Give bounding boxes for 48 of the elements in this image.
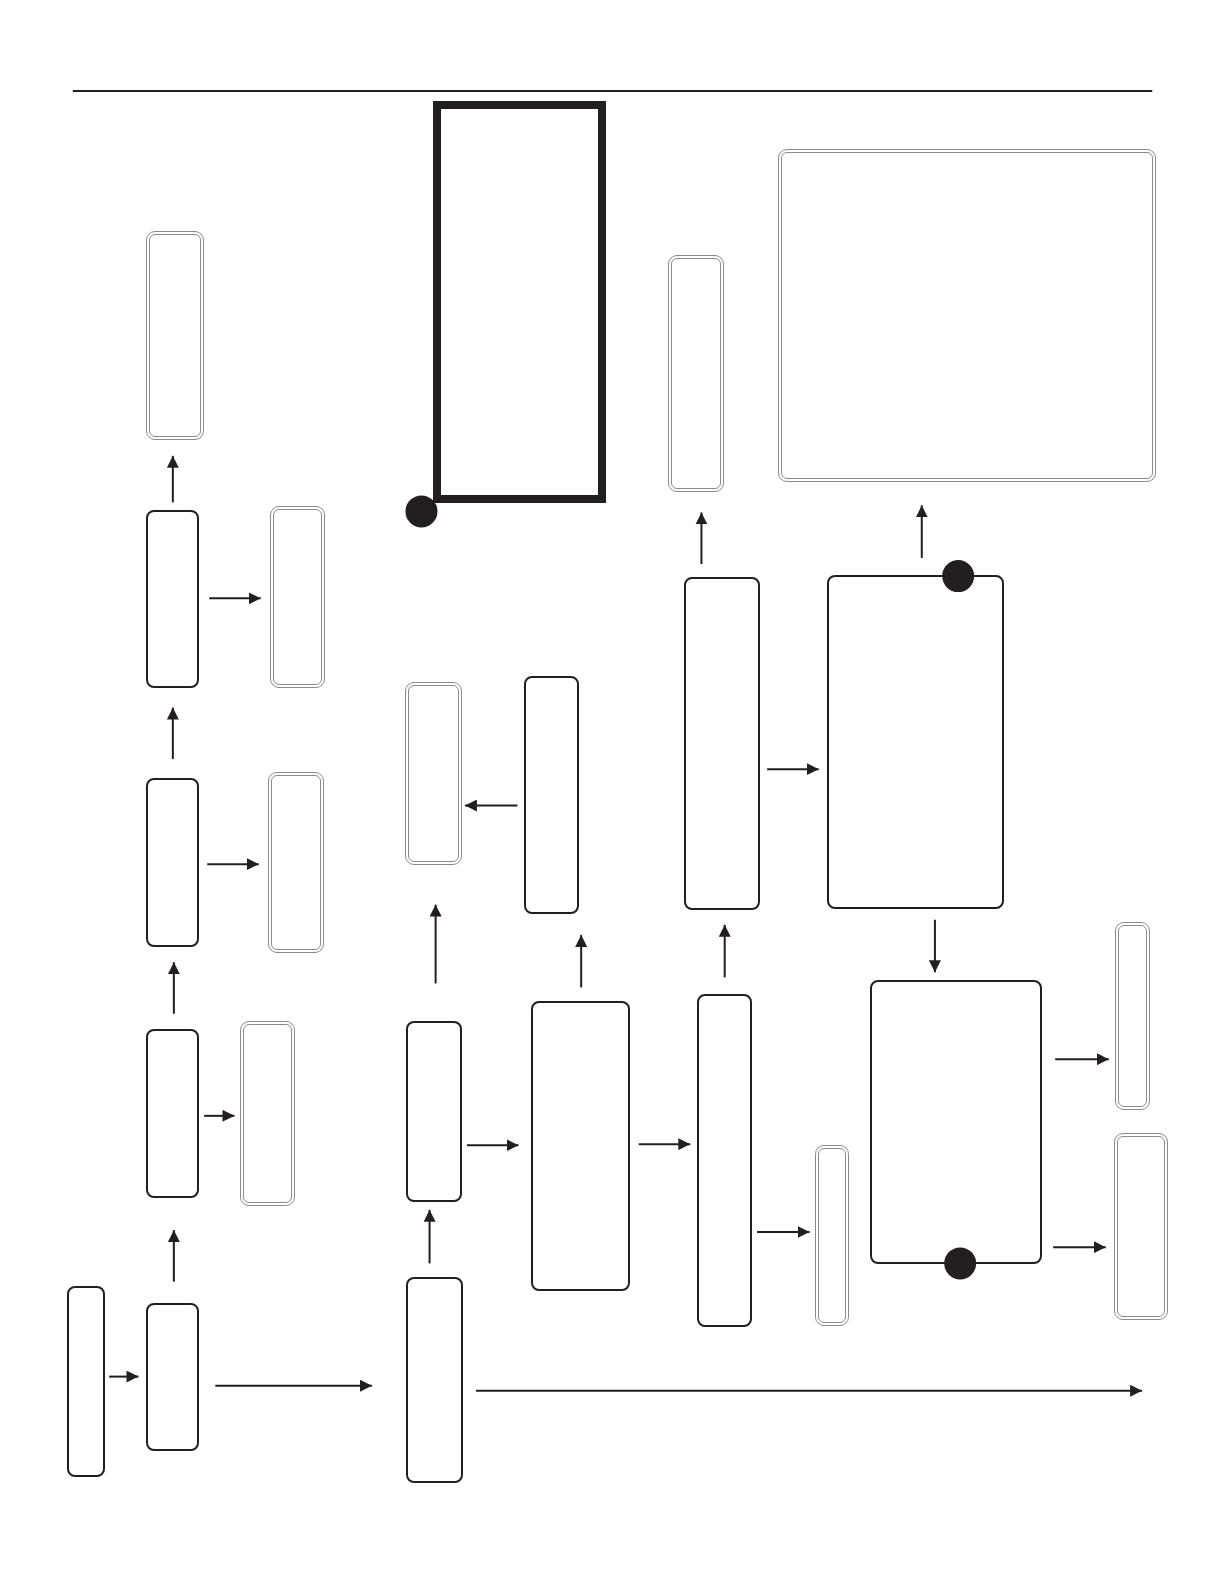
rounded-box <box>826 575 1004 909</box>
arrow <box>766 763 820 776</box>
arrow <box>203 1109 236 1122</box>
arrow <box>463 799 519 812</box>
rounded-box <box>66 1285 106 1477</box>
rounded-box <box>870 980 1043 1265</box>
double-outline-box <box>814 1145 849 1327</box>
arrow <box>423 1208 436 1265</box>
rounded-box <box>145 510 200 689</box>
arrow <box>756 1226 811 1239</box>
arrow <box>206 858 260 871</box>
double-outline-box <box>778 148 1157 483</box>
arrow <box>429 903 442 985</box>
arrow <box>166 454 179 504</box>
double-outline-box <box>267 772 325 954</box>
arrow <box>166 706 179 761</box>
double-outline-box <box>668 254 724 493</box>
double-outline-box <box>1113 1133 1169 1320</box>
double-outline-box <box>145 231 205 440</box>
rounded-box <box>145 1028 200 1198</box>
arrow <box>575 933 588 989</box>
double-outline-box <box>405 682 462 866</box>
rounded-box <box>406 1020 462 1202</box>
rounded-box <box>523 676 580 914</box>
rounded-box <box>684 577 761 910</box>
arrow <box>637 1138 692 1151</box>
arrow <box>718 923 731 979</box>
thick-frame <box>432 101 607 504</box>
arrow <box>928 918 941 974</box>
arrow <box>915 504 928 559</box>
arrow <box>1054 1053 1110 1066</box>
arrow <box>208 592 262 605</box>
arrow <box>695 511 708 565</box>
rounded-box <box>145 778 200 948</box>
rounded-box <box>145 1302 200 1452</box>
rounded-box <box>697 993 752 1328</box>
arrow <box>167 1229 180 1283</box>
double-outline-box <box>269 506 326 689</box>
arrow <box>108 1370 140 1383</box>
arrow <box>1052 1241 1107 1254</box>
arrow <box>167 961 180 1015</box>
double-outline-box <box>239 1020 296 1206</box>
rounded-box <box>530 1000 630 1291</box>
double-outline-box <box>1114 921 1151 1110</box>
rounded-box <box>406 1276 463 1483</box>
arrow <box>214 1379 373 1392</box>
arrow <box>475 1384 1144 1397</box>
arrow <box>465 1139 520 1152</box>
